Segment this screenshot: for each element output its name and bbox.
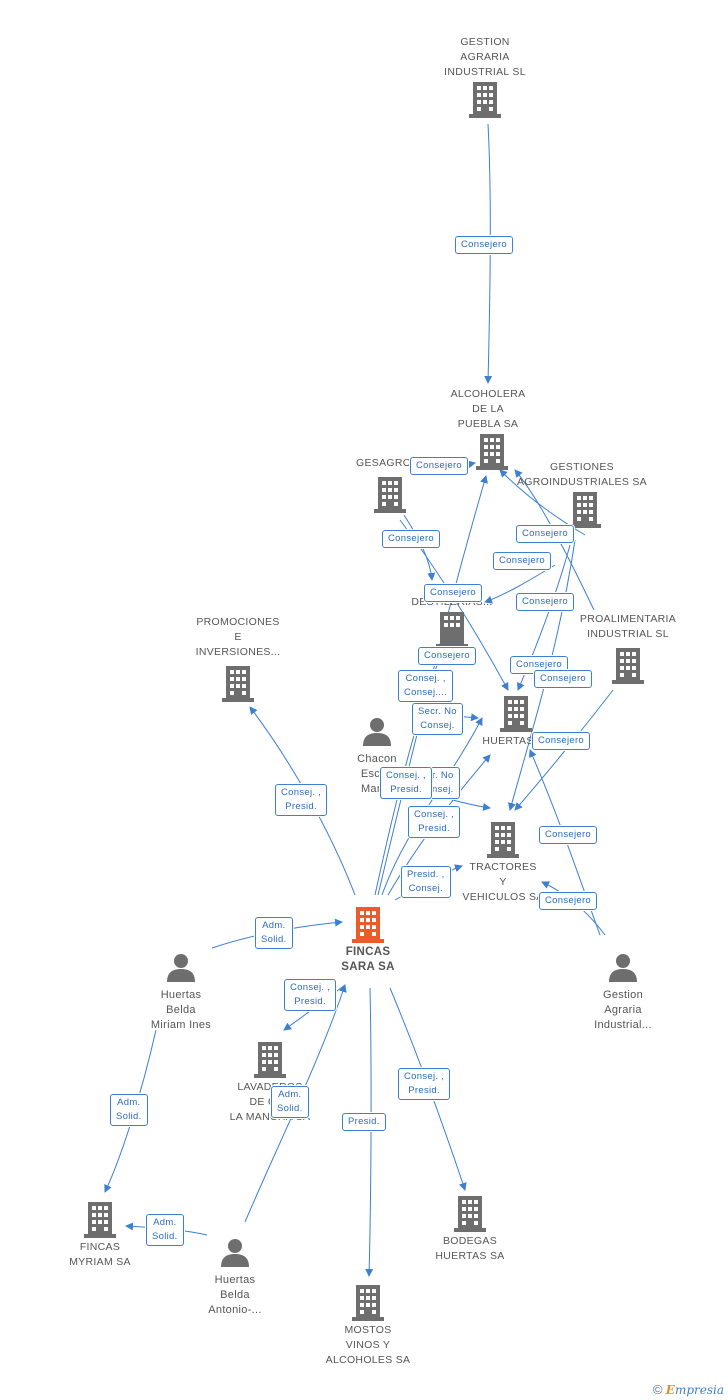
company-fincas-myriam[interactable]: FINCAS MYRIAM SA — [58, 1200, 142, 1270]
relation-badge[interactable]: Secr. No Consej. — [412, 703, 463, 735]
relation-badge[interactable]: Presid. — [342, 1113, 386, 1131]
person-icon — [609, 954, 637, 982]
building-icon — [352, 907, 384, 943]
building-icon — [436, 612, 468, 648]
company-mostos-vinos-alcoholes[interactable]: MOSTOS VINOS Y ALCOHOLES SA — [318, 1283, 418, 1368]
relation-badge[interactable]: Consejero — [532, 732, 591, 750]
company-gestiones-agroindustriales[interactable]: GESTIONES AGROINDUSTRIALES SA — [512, 460, 652, 530]
node-label: MOSTOS VINOS Y ALCOHOLES SA — [325, 1324, 411, 1366]
building-icon — [84, 1202, 116, 1238]
brand-footer: © Empresia — [653, 1382, 724, 1397]
relation-badge[interactable]: Consejero — [516, 525, 575, 543]
company-tractores-vehiculos[interactable]: TRACTORES Y VEHICULOS SA — [455, 820, 551, 905]
person-icon — [221, 1239, 249, 1267]
node-label: GESTION AGRARIA INDUSTRIAL SL — [444, 36, 526, 78]
relation-badge[interactable]: Adm. Solid. — [271, 1086, 309, 1118]
edge — [403, 514, 436, 581]
company-proalimentaria[interactable]: PROALIMENTARIA INDUSTRIAL SL — [572, 612, 684, 686]
node-label: FINCAS SARA SA — [341, 946, 395, 973]
node-label: FINCAS MYRIAM SA — [69, 1241, 131, 1268]
node-label: TRACTORES Y VEHICULOS SA — [462, 861, 544, 903]
building-icon — [487, 822, 519, 858]
building-icon — [569, 492, 601, 528]
node-label: HUERTAS — [482, 735, 534, 747]
relation-badge[interactable]: Adm. Solid. — [146, 1214, 184, 1246]
relation-badge[interactable]: Presid. , Consej. — [401, 866, 451, 898]
building-icon — [222, 666, 254, 702]
node-label: ALCOHOLERA DE LA PUEBLA SA — [450, 388, 526, 430]
relation-badge[interactable]: Consejero — [382, 530, 441, 548]
relation-badge[interactable]: Consejero — [539, 892, 598, 910]
edge — [517, 544, 571, 691]
building-icon — [374, 477, 406, 513]
person-huertas-belda-miriam[interactable]: Huertas Belda Miriam Ines — [136, 950, 226, 1033]
building-icon — [469, 82, 501, 118]
relation-badge[interactable]: Consejero — [493, 552, 552, 570]
node-label: PROALIMENTARIA INDUSTRIAL SL — [579, 613, 677, 640]
relation-badge[interactable]: Adm. Solid. — [255, 917, 293, 949]
company-fincas-sara-main[interactable]: FINCAS SARA SA — [330, 905, 406, 975]
building-icon — [500, 696, 532, 732]
edge — [529, 749, 601, 936]
brand-logo[interactable]: Empresia — [665, 1383, 724, 1397]
node-label: GESTIONES AGROINDUSTRIALES SA — [517, 461, 647, 488]
building-icon — [254, 1042, 286, 1078]
relation-badge[interactable]: Consejero — [534, 670, 593, 688]
node-label: Huertas Belda Antonio-... — [208, 1274, 262, 1316]
node-label: GESAGRO — [356, 457, 412, 469]
node-label: Huertas Belda Miriam Ines — [150, 989, 212, 1031]
edge — [365, 987, 374, 1277]
relation-badge[interactable]: Consej. , Presid. — [275, 784, 328, 816]
node-label: Gestion Agraria Industrial... — [594, 989, 652, 1031]
edge — [381, 717, 483, 896]
building-icon — [476, 434, 508, 470]
relation-badge[interactable]: Consejero — [410, 457, 469, 475]
relation-badge[interactable]: Consejero — [539, 826, 598, 844]
company-huertas[interactable]: HUERTAS — [478, 694, 554, 749]
relation-badge[interactable]: Consej. , Presid. — [398, 1068, 451, 1100]
person-icon — [167, 954, 195, 982]
relation-badge[interactable]: Adm. Solid. — [110, 1094, 148, 1126]
relation-badge[interactable]: Consej. , Consej.... — [398, 670, 454, 702]
relation-badge[interactable]: Consejero — [424, 584, 483, 602]
node-label: BODEGAS HUERTAS SA — [435, 1235, 505, 1262]
building-icon — [612, 648, 644, 684]
person-icon — [363, 718, 391, 746]
company-gestion-agraria-industrial-sl[interactable]: GESTION AGRARIA INDUSTRIAL SL — [430, 35, 540, 120]
edge — [499, 469, 586, 536]
relation-badge[interactable]: Consej. , Presid. — [380, 767, 433, 799]
building-icon — [352, 1285, 384, 1321]
person-huertas-belda-antonio[interactable]: Huertas Belda Antonio-... — [192, 1235, 278, 1318]
company-alcoholera-de-la-puebla[interactable]: ALCOHOLERA DE LA PUEBLA SA — [440, 387, 536, 472]
building-icon — [454, 1196, 486, 1232]
relation-badge[interactable]: Consejero — [516, 593, 575, 611]
relation-badge[interactable]: Consej. , Presid. — [408, 806, 461, 838]
company-bodegas-huertas[interactable]: BODEGAS HUERTAS SA — [424, 1194, 516, 1264]
company-promociones-inversiones[interactable]: PROMOCIONES E INVERSIONES... — [190, 615, 286, 704]
person-gestion-agraria-industrial[interactable]: Gestion Agraria Industrial... — [578, 950, 668, 1033]
copyright-symbol: © — [652, 1382, 663, 1397]
company-gesagro[interactable]: GESAGRO — [350, 456, 430, 515]
relation-badge[interactable]: Consejero — [418, 647, 477, 665]
relation-badge[interactable]: Consej. , Presid. — [284, 979, 337, 1011]
node-label: PROMOCIONES E INVERSIONES... — [195, 616, 281, 658]
relation-badge[interactable]: Consejero — [455, 236, 514, 254]
